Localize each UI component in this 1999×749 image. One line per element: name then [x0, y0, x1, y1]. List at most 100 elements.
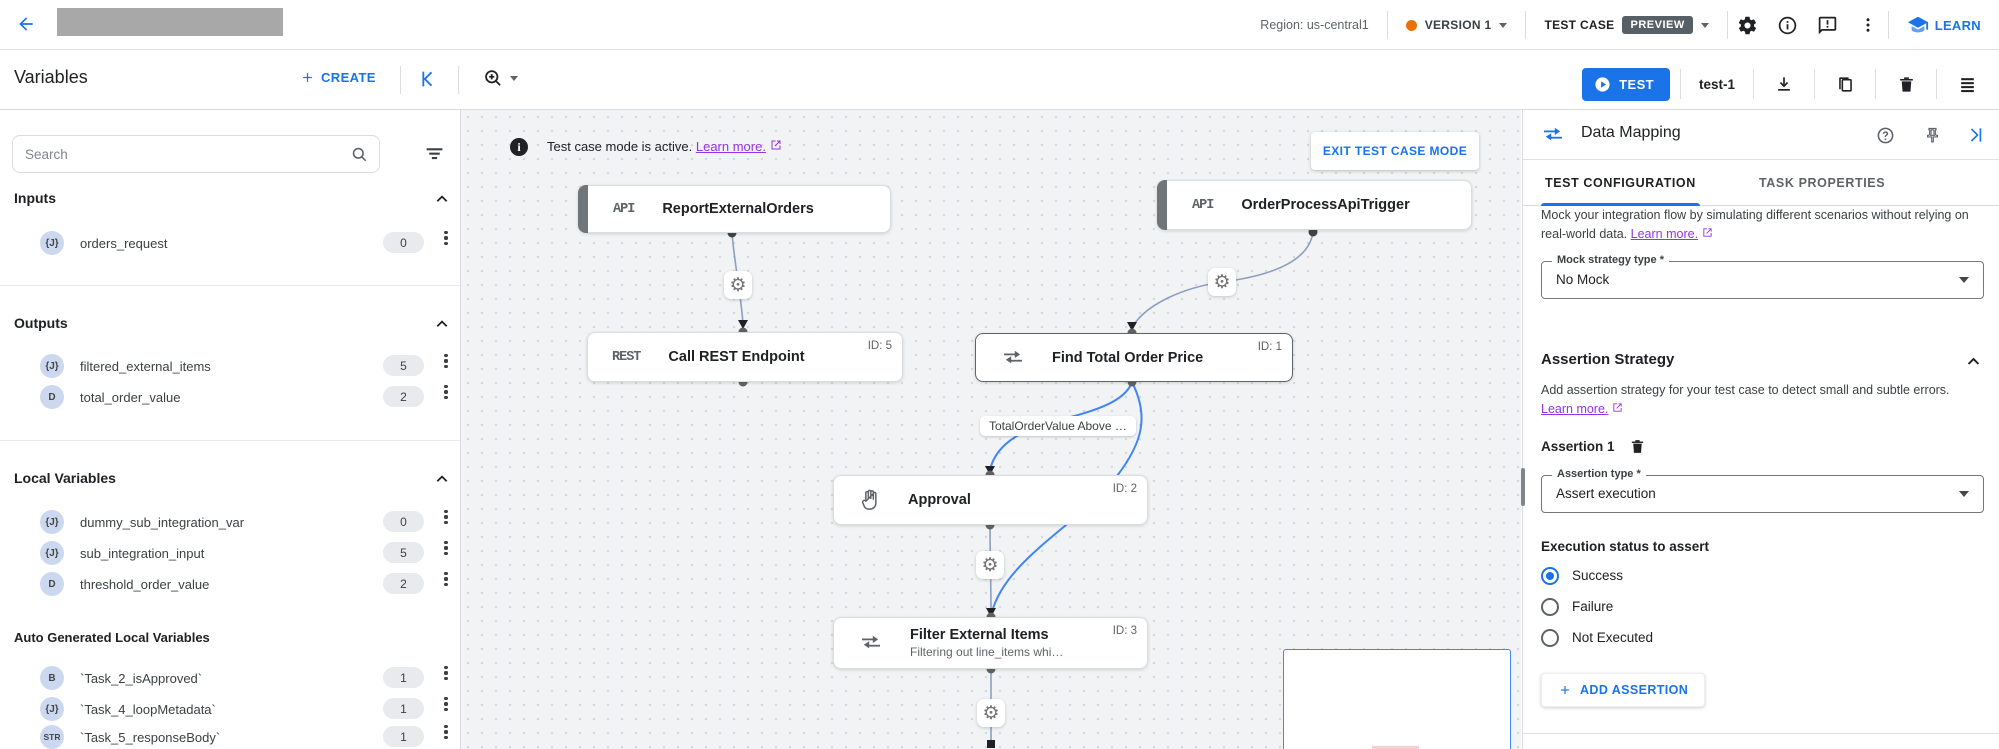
- edge-config-gear-icon[interactable]: ⚙: [977, 699, 1005, 727]
- radio-unselected-icon[interactable]: [1541, 628, 1559, 647]
- flow-canvas[interactable]: i Test case mode is active. Learn more. …: [461, 110, 1521, 749]
- test-case-selector[interactable]: TEST CASE PREVIEW: [1526, 16, 1726, 34]
- divider: [1753, 69, 1754, 99]
- feedback-icon[interactable]: [1808, 5, 1848, 45]
- mock-output-panel[interactable]: [1283, 649, 1511, 749]
- panel-scrollbar-thumb[interactable]: [1521, 468, 1525, 506]
- page-title: Variables: [14, 67, 88, 87]
- divider: [0, 440, 460, 441]
- api-trigger-icon: API: [613, 201, 635, 217]
- node-id-label: ID: 2: [1112, 483, 1137, 495]
- node-report-external-orders[interactable]: API ReportExternalOrders: [578, 185, 891, 233]
- divider: [1887, 11, 1889, 39]
- node-filter-external-items[interactable]: Filter External Items Filtering out line…: [833, 617, 1148, 669]
- variable-row[interactable]: {J} sub_integration_input: [40, 541, 204, 565]
- variable-search-box[interactable]: [12, 135, 380, 173]
- row-kebab-menu-icon[interactable]: [438, 722, 454, 742]
- row-kebab-menu-icon[interactable]: [438, 663, 454, 683]
- edge-config-gear-icon[interactable]: ⚙: [724, 271, 752, 299]
- type-badge-json: {J}: [40, 541, 64, 565]
- add-assertion-button[interactable]: ADD ASSERTION: [1541, 672, 1706, 707]
- variable-row[interactable]: D total_order_value: [40, 385, 180, 409]
- radio-success[interactable]: Success: [1541, 566, 1984, 585]
- collapse-panel-icon[interactable]: [1963, 123, 1987, 147]
- external-link-icon: [1702, 228, 1712, 237]
- assertion-type-select[interactable]: Assertion type * Assert execution: [1541, 467, 1984, 513]
- help-icon[interactable]: [1873, 123, 1897, 147]
- mock-strategy-select[interactable]: Mock strategy type * No Mock: [1541, 253, 1984, 299]
- variable-row[interactable]: {J} `Task_4_loopMetadata`: [40, 697, 216, 721]
- search-icon: [352, 147, 367, 161]
- row-kebab-menu-icon[interactable]: [438, 694, 454, 714]
- row-kebab-menu-icon[interactable]: [438, 507, 454, 527]
- list-view-icon[interactable]: [1947, 64, 1987, 104]
- radio-unselected-icon[interactable]: [1541, 597, 1559, 616]
- edge-config-gear-icon[interactable]: ⚙: [976, 551, 1004, 579]
- node-approval[interactable]: Approval ID: 2: [833, 475, 1148, 525]
- variable-row[interactable]: {J} dummy_sub_integration_var: [40, 510, 244, 534]
- select-label: Assertion type *: [1552, 467, 1646, 480]
- variable-row[interactable]: {J} orders_request: [40, 231, 167, 255]
- learn-more-link[interactable]: Learn more.: [695, 139, 766, 154]
- data-mapping-icon: [1544, 127, 1562, 141]
- test-case-label: TEST CASE: [1544, 18, 1615, 32]
- divider: [1679, 69, 1681, 99]
- test-button[interactable]: TEST: [1582, 67, 1670, 101]
- node-find-total-order-price[interactable]: Find Total Order Price ID: 1: [975, 333, 1293, 382]
- canvas-zoom-tool[interactable]: [483, 68, 518, 89]
- learn-more-link[interactable]: Learn more.: [1541, 402, 1609, 417]
- chevron-up-icon[interactable]: [1965, 352, 1982, 369]
- radio-selected-icon[interactable]: [1541, 566, 1559, 585]
- exit-test-case-mode-button[interactable]: EXIT TEST CASE MODE: [1311, 132, 1479, 170]
- settings-gear-icon[interactable]: [1728, 5, 1768, 45]
- dropdown-caret-icon: [1959, 276, 1969, 283]
- variable-row[interactable]: STR `Task_5_responseBody`: [40, 725, 220, 749]
- external-link-icon: [771, 140, 781, 150]
- test-case-name: test-1: [1698, 76, 1735, 92]
- divider: [1726, 11, 1728, 39]
- delete-trash-icon[interactable]: [1886, 64, 1926, 104]
- sort-filter-icon[interactable]: [424, 143, 445, 164]
- chevron-up-icon[interactable]: [434, 315, 450, 331]
- learn-more-link[interactable]: Learn more.: [1630, 227, 1699, 242]
- tab-test-configuration[interactable]: TEST CONFIGURATION: [1541, 160, 1700, 206]
- back-arrow-icon[interactable]: [12, 10, 40, 38]
- radio-not-executed[interactable]: Not Executed: [1541, 628, 1984, 647]
- search-input[interactable]: [25, 146, 350, 162]
- type-badge-double: D: [40, 572, 64, 596]
- edge-condition-label[interactable]: TotalOrderValue Above …: [980, 416, 1136, 436]
- download-icon[interactable]: [1764, 64, 1804, 104]
- more-options-kebab-icon[interactable]: [1848, 5, 1888, 45]
- collapse-sidebar-icon[interactable]: [416, 68, 438, 95]
- info-icon[interactable]: [1768, 5, 1808, 45]
- delete-assertion-trash-icon[interactable]: [1629, 438, 1646, 455]
- variable-row[interactable]: D threshold_order_value: [40, 572, 209, 596]
- chevron-down-icon: [510, 76, 518, 81]
- copy-icon[interactable]: [1825, 64, 1865, 104]
- tab-task-properties[interactable]: TASK PROPERTIES: [1759, 176, 1886, 190]
- row-kebab-menu-icon[interactable]: [438, 538, 454, 558]
- row-kebab-menu-icon[interactable]: [438, 228, 454, 248]
- chevron-up-icon[interactable]: [434, 470, 450, 486]
- node-order-process-api-trigger[interactable]: API OrderProcessApiTrigger: [1157, 180, 1472, 230]
- type-badge-json: {J}: [40, 354, 64, 378]
- assertion-strategy-title: Assertion Strategy: [1541, 350, 1675, 368]
- radio-failure[interactable]: Failure: [1541, 597, 1984, 616]
- node-call-rest-endpoint[interactable]: REST Call REST Endpoint ID: 5: [587, 332, 903, 382]
- row-kebab-menu-icon[interactable]: [438, 569, 454, 589]
- pin-icon[interactable]: [1920, 123, 1944, 147]
- create-variable-button[interactable]: CREATE: [300, 70, 376, 85]
- edge-config-gear-icon[interactable]: ⚙: [1208, 268, 1236, 296]
- row-kebab-menu-icon[interactable]: [438, 382, 454, 402]
- integration-title-redacted: [57, 8, 283, 36]
- assertion-description: Add assertion strategy for your test cas…: [1541, 382, 1950, 417]
- learn-button[interactable]: LEARN: [1889, 14, 1999, 36]
- variable-row[interactable]: B `Task_2_isApproved`: [40, 666, 202, 690]
- usage-count-badge: 2: [383, 573, 424, 594]
- chevron-up-icon[interactable]: [434, 190, 450, 206]
- trigger-accent-bar: [578, 185, 588, 233]
- version-selector[interactable]: VERSION 1: [1388, 18, 1526, 32]
- row-kebab-menu-icon[interactable]: [438, 351, 454, 371]
- variable-row[interactable]: {J} filtered_external_items: [40, 354, 211, 378]
- usage-count-badge: 1: [383, 667, 424, 688]
